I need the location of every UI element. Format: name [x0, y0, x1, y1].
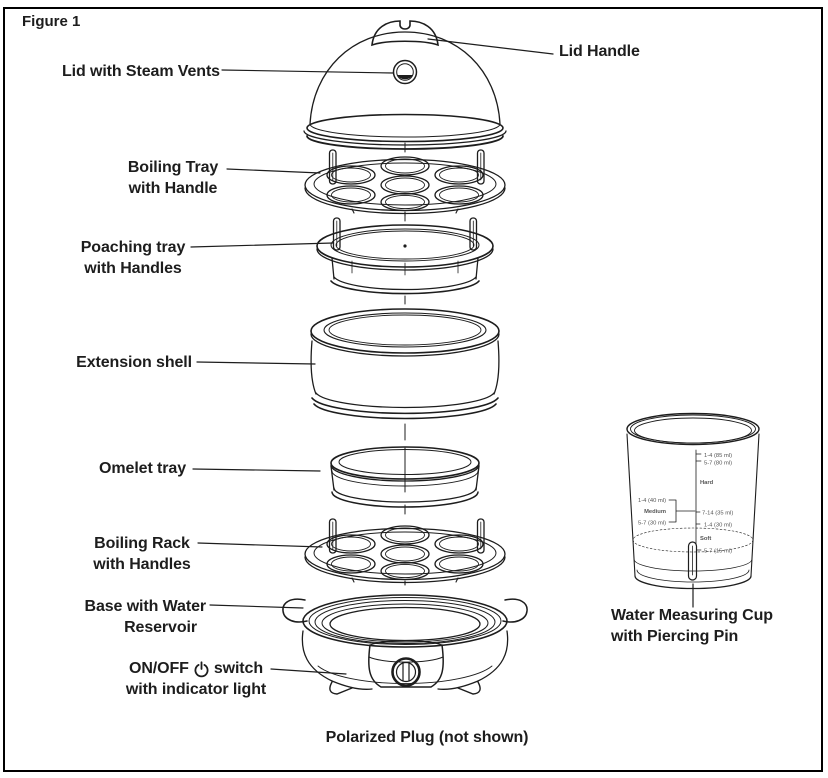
cup-mark-soft-1-4: 1-4 (30 ml) [704, 523, 732, 529]
label-measuring-cup: Water Measuring Cup with Piercing Pin [611, 606, 773, 647]
base-drawing [282, 594, 528, 695]
label-onoff-text: ON/OFF [128, 660, 189, 677]
label-base-reservoir-line2: Reservoir [124, 618, 197, 636]
label-onoff-switch-line1: ON/OFF switch [116, 659, 276, 680]
extension-shell-drawing [310, 308, 500, 420]
label-boiling-rack: Boiling Rack with Handles [77, 534, 207, 575]
measuring-cup-drawing: 1-4 (85 ml) 5-7 (80 ml) Hard 1-4 (40 ml)… [626, 412, 760, 590]
cup-mark-soft-5-7: 5-7 (15 ml) [704, 549, 732, 555]
cup-mark-medium-label: Medium [644, 509, 666, 515]
label-switch-text: switch [213, 660, 264, 677]
label-onoff-switch-line2: with indicator light [125, 680, 267, 698]
label-poaching-tray: Poaching tray with Handles [68, 238, 198, 279]
cup-mark-medium-5-7: 5-7 (30 ml) [638, 521, 666, 527]
label-omelet-tray: Omelet tray [99, 460, 186, 477]
label-onoff-switch: ON/OFF switch with indicator light [116, 659, 276, 700]
label-polarized-plug: Polarized Plug (not shown) [325, 729, 529, 746]
cup-mark-medium-1-4: 1-4 (40 ml) [638, 498, 666, 504]
label-boiling-rack-line1: Boiling Rack [94, 535, 190, 552]
label-boiling-tray: Boiling Tray with Handle [108, 158, 238, 199]
figure-title: Figure 1 [22, 13, 81, 30]
poaching-tray-drawing [316, 217, 494, 295]
label-measuring-cup-line2: with Piercing Pin [611, 627, 739, 645]
cup-mark-hard-label: Hard [700, 480, 714, 486]
label-lid-handle: Lid Handle [559, 43, 640, 60]
cup-mark-mid: 7-14 (35 ml) [702, 511, 733, 517]
label-measuring-cup-line1: Water Measuring Cup [611, 607, 773, 624]
power-icon [194, 661, 209, 678]
label-base-reservoir: Base with Water Reservoir [74, 597, 207, 638]
cup-mark-soft-label: Soft [700, 536, 711, 542]
label-poaching-tray-line2: with Handles [84, 259, 182, 277]
label-extension-shell: Extension shell [76, 354, 192, 371]
boiling-tray-drawing [304, 149, 506, 217]
label-poaching-tray-line1: Poaching tray [80, 239, 186, 256]
leader-lines [190, 38, 694, 675]
cup-mark-hard-5-7: 5-7 (80 ml) [704, 461, 732, 467]
figure-border [3, 7, 823, 772]
cup-mark-hard-1-4: 1-4 (85 ml) [704, 453, 732, 459]
label-boiling-tray-line1: Boiling Tray [127, 159, 219, 176]
label-lid-with-steam-vents: Lid with Steam Vents [61, 63, 220, 80]
omelet-tray-drawing [330, 446, 480, 508]
label-boiling-rack-line2: with Handles [93, 555, 191, 573]
label-base-reservoir-line1: Base with Water [84, 598, 207, 615]
lid-drawing [303, 20, 507, 150]
boiling-rack-drawing [304, 518, 506, 586]
label-boiling-tray-line2: with Handle [128, 179, 218, 197]
